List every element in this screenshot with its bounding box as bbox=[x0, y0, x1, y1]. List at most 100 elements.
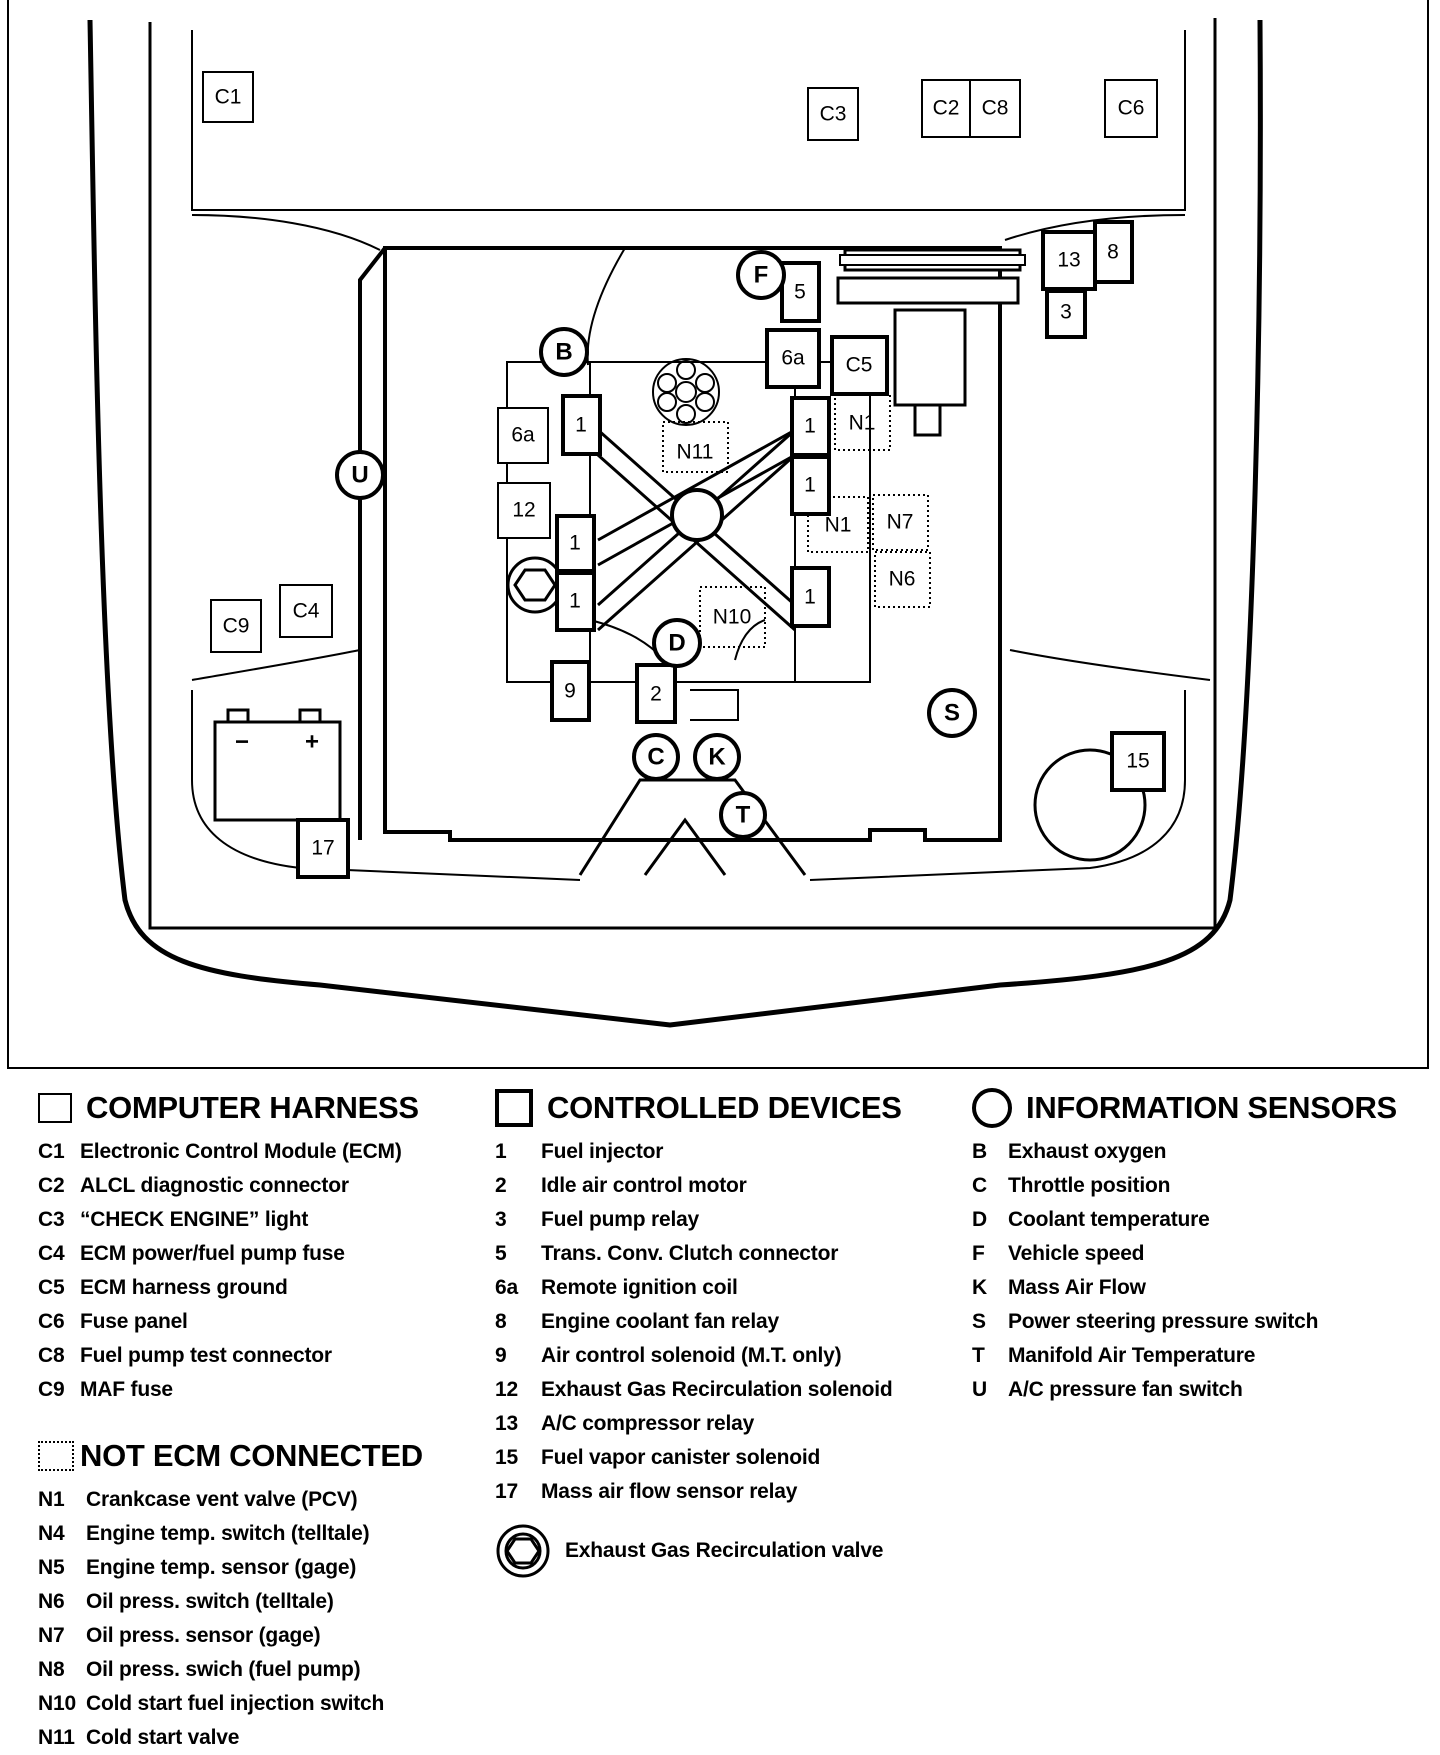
svg-text:N7: N7 bbox=[887, 511, 914, 534]
legend-item-code: 3 bbox=[495, 1208, 507, 1231]
svg-text:8: 8 bbox=[1107, 241, 1119, 264]
legend-item-label: Trans. Conv. Clutch connector bbox=[541, 1242, 839, 1265]
svg-text:S: S bbox=[944, 700, 960, 727]
svg-text:3: 3 bbox=[1060, 301, 1072, 324]
egr-valve-label: Exhaust Gas Recirculation valve bbox=[565, 1539, 884, 1562]
legend-item-label: Engine temp. switch (telltale) bbox=[86, 1522, 370, 1545]
legend-item-label: Mass air flow sensor relay bbox=[541, 1480, 798, 1503]
legend-item-code: 15 bbox=[495, 1446, 518, 1469]
sensor-s: S bbox=[927, 688, 977, 738]
svg-text:C: C bbox=[647, 744, 664, 771]
legend-item-code: C1 bbox=[38, 1140, 65, 1163]
device-6a-top: 6a bbox=[765, 328, 821, 389]
legend-item-label: Crankcase vent valve (PCV) bbox=[86, 1488, 358, 1511]
sensor-d: D bbox=[652, 618, 702, 668]
legend-item-label: ECM power/fuel pump fuse bbox=[80, 1242, 345, 1265]
svg-text:5: 5 bbox=[794, 281, 806, 304]
legend-item-label: Oil press. switch (telltale) bbox=[86, 1590, 334, 1613]
sensor-k: K bbox=[693, 733, 741, 781]
svg-text:1: 1 bbox=[804, 586, 816, 609]
legend-not-ecm-title: NOT ECM CONNECTED bbox=[38, 1433, 478, 1479]
harness-c3: C3 bbox=[807, 87, 859, 141]
distributor-cap bbox=[652, 358, 720, 426]
legend-item-label: Oil press. swich (fuel pump) bbox=[86, 1658, 361, 1681]
svg-text:T: T bbox=[736, 802, 751, 829]
legend-item: C8 Fuel pump test connector bbox=[38, 1339, 478, 1373]
svg-text:N1: N1 bbox=[849, 412, 876, 435]
legend-item-label: Fuel pump test connector bbox=[80, 1344, 332, 1367]
legend-item-label: Coolant temperature bbox=[1008, 1208, 1210, 1231]
svg-text:N6: N6 bbox=[889, 568, 916, 591]
sensor-b: B bbox=[539, 327, 589, 377]
legend-controlled-title: CONTROLLED DEVICES bbox=[495, 1085, 965, 1131]
not-ecm-n11: N11 bbox=[662, 421, 729, 473]
svg-text:C6: C6 bbox=[1118, 97, 1145, 120]
legend-item-label: Cold start fuel injection switch bbox=[86, 1692, 385, 1715]
svg-text:N1: N1 bbox=[825, 514, 852, 537]
vehicle-outline bbox=[7, 0, 1429, 1069]
legend-item-code: N10 bbox=[38, 1692, 76, 1715]
legend-item-label: Fuel injector bbox=[541, 1140, 664, 1163]
legend-item-label: Oil press. sensor (gage) bbox=[86, 1624, 321, 1647]
svg-text:C3: C3 bbox=[820, 103, 847, 126]
legend-item-label: MAF fuse bbox=[80, 1378, 173, 1401]
legend-item-code: B bbox=[972, 1140, 987, 1163]
svg-text:6a: 6a bbox=[511, 424, 535, 447]
legend-item-label: Fuel vapor canister solenoid bbox=[541, 1446, 821, 1469]
svg-text:12: 12 bbox=[512, 499, 535, 522]
legend-item-code: 1 bbox=[495, 1140, 507, 1163]
svg-text:1: 1 bbox=[804, 474, 816, 497]
legend-item-code: 13 bbox=[495, 1412, 518, 1435]
circle-icon bbox=[972, 1088, 1012, 1128]
device-6a-left: 6a bbox=[497, 407, 549, 464]
not-ecm-n6: N6 bbox=[874, 551, 931, 608]
legend-item-code: N5 bbox=[38, 1556, 65, 1579]
legend-item: 15 Fuel vapor canister solenoid bbox=[495, 1441, 965, 1475]
svg-text:U: U bbox=[351, 462, 368, 489]
legend-item-label: Engine temp. sensor (gage) bbox=[86, 1556, 357, 1579]
svg-text:1: 1 bbox=[569, 532, 581, 555]
legend-item-label: Electronic Control Module (ECM) bbox=[80, 1140, 402, 1163]
svg-text:C1: C1 bbox=[215, 86, 242, 109]
harness-c1: C1 bbox=[202, 71, 254, 123]
svg-text:17: 17 bbox=[311, 837, 334, 860]
sensor-u: U bbox=[335, 450, 385, 500]
legend-item-code: C8 bbox=[38, 1344, 65, 1367]
svg-text:1: 1 bbox=[804, 415, 816, 438]
legend-item-code: N11 bbox=[38, 1726, 75, 1749]
egr-valve-symbol bbox=[506, 556, 564, 614]
legend-item-code: 17 bbox=[495, 1480, 518, 1503]
svg-text:B: B bbox=[555, 339, 572, 366]
legend-item-code: 12 bbox=[495, 1378, 518, 1401]
injector-left-middle: 1 bbox=[555, 514, 596, 573]
injector-right-middle: 1 bbox=[790, 455, 831, 516]
device-13: 13 bbox=[1041, 230, 1097, 291]
not-ecm-n7: N7 bbox=[872, 494, 929, 551]
harness-c9: C9 bbox=[210, 599, 262, 653]
sensor-c: C bbox=[632, 733, 680, 781]
legend-item-label: “CHECK ENGINE” light bbox=[80, 1208, 309, 1231]
svg-text:1: 1 bbox=[575, 414, 587, 437]
device-2: 2 bbox=[635, 663, 677, 724]
sensor-t: T bbox=[719, 791, 767, 839]
svg-text:C2: C2 bbox=[933, 97, 960, 120]
svg-text:2: 2 bbox=[650, 683, 662, 706]
legend-item-label: Throttle position bbox=[1008, 1174, 1171, 1197]
legend-item-code: N8 bbox=[38, 1658, 65, 1681]
